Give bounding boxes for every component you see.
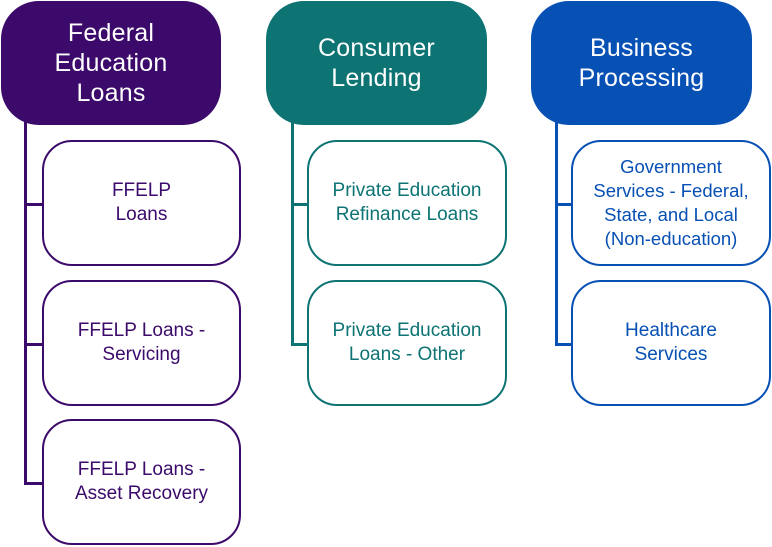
- connector-branch: [555, 343, 573, 346]
- connector-branch: [291, 343, 309, 346]
- segment-label: FFELP Loans - Asset Recovery: [74, 459, 209, 504]
- connector-branch: [555, 203, 573, 206]
- connector-branch: [291, 203, 309, 206]
- connector-branch: [24, 343, 44, 346]
- segment-box-private-education-loans-other[interactable]: Private Education Loans - Other: [307, 280, 507, 406]
- segment-box-government-services[interactable]: Government Services - Federal, State, an…: [571, 140, 771, 266]
- segment-box-ffelp-loans[interactable]: FFELP Loans: [42, 140, 241, 266]
- category-title: Consumer Lending: [318, 34, 435, 92]
- segment-label: Private Education Refinance Loans: [332, 180, 482, 225]
- category-header-federal-education-loans[interactable]: Federal Education Loans: [1, 1, 221, 125]
- connector-branch: [24, 482, 44, 485]
- category-title: Federal Education Loans: [54, 19, 168, 107]
- category-title: Business Processing: [578, 34, 705, 92]
- segment-label: Healthcare Services: [625, 320, 717, 365]
- segment-box-ffelp-loans-asset-recovery[interactable]: FFELP Loans - Asset Recovery: [42, 419, 241, 545]
- segment-label: Government Services - Federal, State, an…: [593, 156, 749, 249]
- segment-label: Private Education Loans - Other: [332, 320, 482, 365]
- connector-trunk: [24, 120, 27, 484]
- segment-box-ffelp-loans-servicing[interactable]: FFELP Loans - Servicing: [42, 280, 241, 406]
- segment-box-private-education-refinance-loans[interactable]: Private Education Refinance Loans: [307, 140, 507, 266]
- category-header-business-processing[interactable]: Business Processing: [531, 1, 752, 125]
- connector-trunk: [555, 120, 558, 345]
- connector-trunk: [291, 120, 294, 345]
- segment-label: FFELP Loans: [111, 180, 172, 225]
- segment-label: FFELP Loans - Servicing: [77, 320, 206, 365]
- category-header-consumer-lending[interactable]: Consumer Lending: [266, 1, 487, 125]
- segment-box-healthcare-services[interactable]: Healthcare Services: [571, 280, 771, 406]
- connector-branch: [24, 203, 44, 206]
